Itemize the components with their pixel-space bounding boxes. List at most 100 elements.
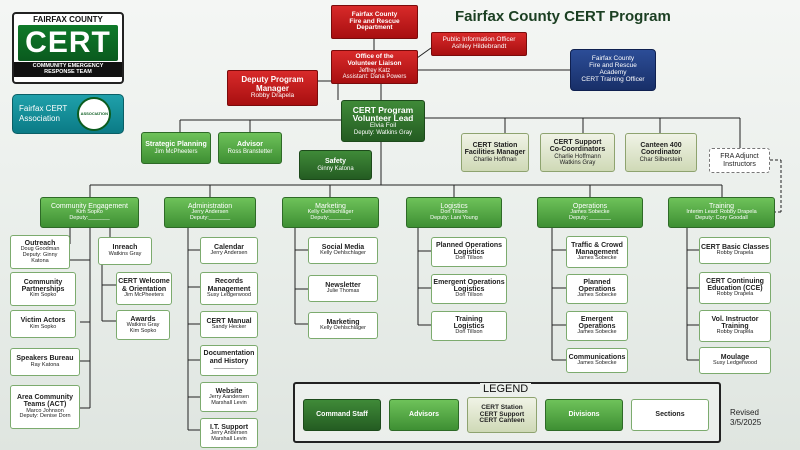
academy-node[interactable]: Fairfax County Fire and Rescue Academy C…: [570, 49, 656, 91]
division-deputy: Deputy: Cory Goodall: [695, 215, 748, 222]
facilities-name: Charlie Hoffman: [473, 156, 517, 163]
legend-sections-label: Sections: [655, 411, 685, 419]
section-calendar[interactable]: Calendar Jerry Andersen: [200, 237, 258, 264]
section-person: Katona: [31, 257, 49, 264]
section-cert-manual[interactable]: CERT Manual Sandy Hecker: [200, 311, 258, 338]
section-welcome-orientation[interactable]: CERT Welcome & Orientation Jim McPheeter…: [116, 272, 172, 305]
section-person: Julie Thomas: [326, 288, 360, 295]
section-person: Deputy: Ginny: [22, 251, 58, 258]
strategic-planning-node[interactable]: Strategic Planning Jim McPheeters: [141, 132, 211, 164]
pio-node[interactable]: Public Information Officer Ashley Hildeb…: [431, 32, 527, 56]
section-emergent-ops-logistics[interactable]: Emergent Operations Logistics Don Tillso…: [431, 274, 507, 304]
section-act[interactable]: Area Community Teams (ACT) Marco Johnson…: [10, 385, 80, 429]
section-vol-instructor-training[interactable]: Vol. Instructor Training Robby Drapela: [699, 310, 771, 342]
section-training-logistics[interactable]: Training Logistics Don Tillson: [431, 311, 507, 341]
section-person: Jerry Andersen: [210, 250, 248, 257]
association-badge[interactable]: Fairfax CERT Association ASSOCIATION: [12, 94, 124, 134]
section-social-media[interactable]: Social Media Kelly Oehlschlager: [308, 237, 378, 264]
section-records-management[interactable]: Records Management Susy Ledgerwood: [200, 272, 258, 305]
advisor-node[interactable]: Advisor Ross Branstetter: [218, 132, 282, 164]
section-title: Newsletter: [325, 281, 361, 289]
legend-command-staff: Command Staff: [303, 399, 381, 431]
ovl-line2: Volunteer Liaison: [347, 59, 402, 67]
dpm-name: Robby Drapela: [250, 91, 295, 99]
section-person: Watkins Gray: [126, 321, 160, 328]
section-emergent-operations[interactable]: Emergent Operations James Sobecke: [566, 311, 628, 341]
section-moulage[interactable]: Moulage Susy Ledgerwood: [699, 347, 771, 374]
legend-divisions: Divisions: [545, 399, 623, 431]
logo-line2: RESPONSE TEAM: [44, 69, 92, 76]
section-person: Sandy Hecker: [211, 324, 247, 331]
section-person: Ray Katona: [30, 361, 60, 368]
section-person: Marshall Levin: [211, 399, 247, 406]
section-documentation-history[interactable]: Documentation and History __________: [200, 345, 258, 376]
division-training[interactable]: Training Interim Lead: Robby Drapela Dep…: [668, 197, 775, 228]
safety-name: Ginny Katona: [317, 165, 354, 172]
section-speakers-bureau[interactable]: Speakers Bureau Ray Katona: [10, 348, 80, 376]
facilities-manager-node[interactable]: CERT Station Facilities Manager Charlie …: [461, 133, 529, 172]
division-title: Operations: [572, 203, 608, 211]
section-title: Calendar: [214, 243, 244, 251]
division-logistics[interactable]: Logistics Don Tillson Deputy: Lani Young: [406, 197, 502, 228]
legend-title: LEGEND: [480, 383, 532, 395]
fire-department-node[interactable]: Fairfax County Fire and Rescue Departmen…: [331, 5, 418, 39]
section-planned-ops-logistics[interactable]: Planned Operations Logistics Don Tillson: [431, 237, 507, 267]
fra-line2: Instructors: [723, 160, 756, 168]
dpm-line1: Deputy Program: [241, 75, 304, 85]
academy-line2: Fire and Rescue: [589, 62, 637, 70]
pio-name: Ashley Hildebrandt: [451, 43, 507, 50]
fra-adjunct-node[interactable]: FRA Adjunct Instructors: [709, 148, 770, 173]
section-awards[interactable]: Awards Watkins Gray Kim Sopko: [116, 310, 170, 340]
section-website[interactable]: Website Jerry Aandersen Marshall Levin: [200, 382, 258, 412]
division-operations[interactable]: Operations James Sobecke Deputy: _______: [537, 197, 643, 228]
legend-station: CERT Station CERT Support CERT Canteen: [467, 397, 537, 433]
revised-label: Revised: [730, 408, 759, 417]
legend-advisors: Advisors: [389, 399, 459, 431]
deputy-program-manager-node[interactable]: Deputy Program Manager Robby Drapela: [227, 70, 318, 106]
support-name2: Watkins Gray: [559, 159, 596, 166]
division-deputy: Deputy: _______: [569, 215, 611, 222]
division-deputy: Deputy:_______: [69, 215, 110, 222]
section-person: Robby Drapela: [716, 329, 754, 336]
section-planned-operations[interactable]: Planned Operations James Sobecke: [566, 274, 628, 304]
section-it-support[interactable]: I.T. Support Jerry Andersen Marshall Lev…: [200, 418, 258, 448]
section-victim-actors[interactable]: Victim Actors Kim Sopko: [10, 310, 76, 338]
section-communications[interactable]: Communications James Sobecke: [566, 348, 628, 373]
section-person: Doug Goodman: [20, 246, 60, 253]
revised-value: 3/5/2025: [730, 418, 762, 428]
section-title: Moulage: [720, 353, 750, 361]
advisor-title: Advisor: [236, 141, 264, 149]
revised-date: Revised 3/5/2025: [730, 408, 761, 429]
section-inreach[interactable]: Inreach Watkins Gray: [98, 237, 152, 265]
section-basic-classes[interactable]: CERT Basic Classes Robby Drapela: [699, 237, 771, 264]
section-title: Documentation and History: [203, 350, 255, 365]
section-marketing[interactable]: Marketing Kelly Oehlschlager: [308, 312, 378, 339]
section-person: Kim Sopko: [29, 292, 57, 299]
volunteer-liaison-node[interactable]: Office of the Volunteer Liaison Jeffrey …: [331, 50, 418, 84]
safety-node[interactable]: Safety Ginny Katona: [299, 150, 372, 180]
section-person: Marco Johnson: [26, 407, 64, 414]
support-coordinators-node[interactable]: CERT Support Co-Coordinators Charlie Hof…: [540, 133, 615, 172]
fire-dept-line2: Fire and Rescue: [349, 17, 400, 25]
section-newsletter[interactable]: Newsletter Julie Thomas: [308, 275, 378, 302]
division-marketing[interactable]: Marketing Kelly Oehlschlager Deputy:____…: [282, 197, 379, 228]
section-person: Jerry Andersen: [210, 429, 248, 436]
canteen-name: Char Silberstein: [639, 156, 683, 163]
safety-title: Safety: [324, 158, 346, 166]
program-lead-node[interactable]: CERT Program Volunteer Lead Elvia Foil D…: [341, 100, 425, 142]
section-continuing-education[interactable]: CERT Continuing Education (CCE) Robby Dr…: [699, 272, 771, 304]
lead-line1: CERT Program: [352, 104, 414, 115]
section-title: Speakers Bureau: [16, 355, 74, 363]
section-title: Awards: [130, 315, 156, 323]
facilities-line1: CERT Station: [472, 142, 518, 149]
division-community-engagement[interactable]: Community Engagement Kim Sopko Deputy:__…: [40, 197, 139, 228]
lead-name: Elvia Foil: [369, 122, 397, 130]
logo-line1: COMMUNITY EMERGENCY: [32, 63, 104, 69]
section-traffic-crowd[interactable]: Traffic & Crowd Management James Sobecke: [566, 236, 628, 268]
section-person: James Sobecke: [577, 329, 617, 336]
section-outreach[interactable]: Outreach Doug Goodman Deputy: Ginny Kato…: [10, 235, 70, 269]
section-community-partnerships[interactable]: Community Partnerships Kim Sopko: [10, 272, 76, 306]
division-administration[interactable]: Administration Jerry Andersen Deputy:___…: [164, 197, 256, 228]
canteen-coordinator-node[interactable]: Canteen 400 Coordinator Char Silberstein: [625, 133, 697, 172]
